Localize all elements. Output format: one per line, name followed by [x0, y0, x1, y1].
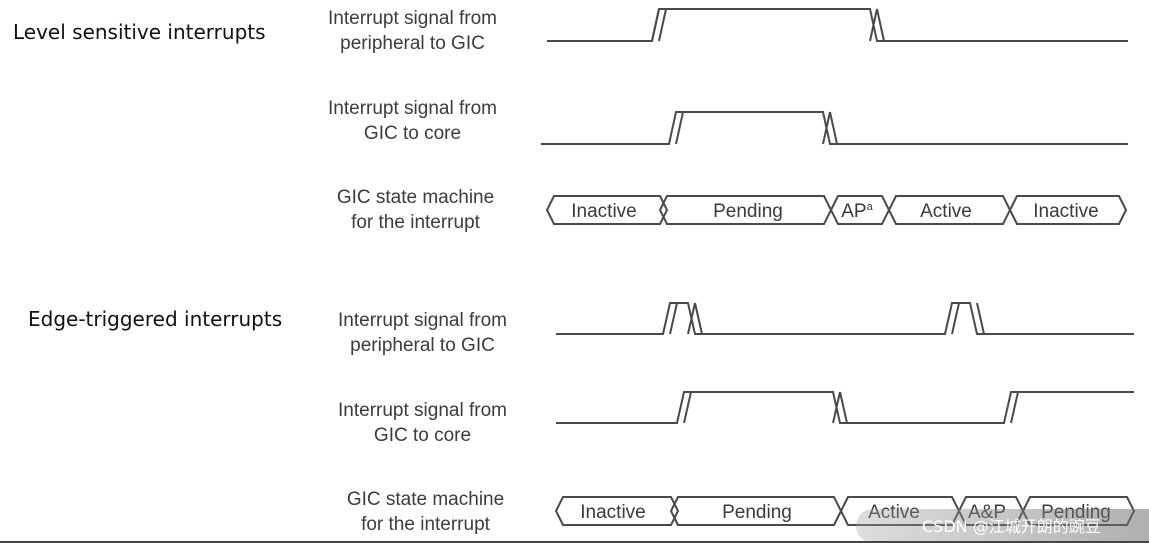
label-line: GIC state machine [336, 187, 495, 208]
level-periph-label: Interrupt signal from peripheral to GIC [300, 6, 525, 56]
level-state-bar [545, 195, 1128, 225]
level-state-ap-superscript: a [867, 201, 874, 213]
label-line: Interrupt signal from [338, 310, 507, 331]
level-core-label: Interrupt signal from GIC to core [300, 96, 525, 146]
level-core-waveform [541, 111, 1128, 145]
label-line: Interrupt signal from [328, 8, 497, 29]
edge-state-1: Pending [722, 502, 792, 523]
watermark-text: CSDN @江城开朗的豌豆 [922, 517, 1101, 536]
label-line: peripheral to GIC [340, 33, 485, 54]
label-line: GIC to core [373, 425, 472, 446]
bottom-rule [0, 541, 1149, 543]
label-line: Interrupt signal from [328, 98, 497, 119]
level-sensitive-title: Level sensitive interrupts [13, 20, 266, 44]
label-line: Interrupt signal from [338, 400, 507, 421]
label-line: peripheral to GIC [350, 335, 495, 356]
level-state-4: Inactive [1033, 201, 1098, 222]
level-state-1: Pending [713, 201, 783, 222]
edge-state-label: GIC state machine for the interrupt [313, 487, 538, 537]
level-state-label: GIC state machine for the interrupt [303, 185, 528, 235]
edge-triggered-title: Edge-triggered interrupts [28, 307, 283, 331]
level-periph-waveform [547, 8, 1128, 42]
watermark-badge [856, 509, 1149, 543]
level-state-ap: AP [841, 201, 866, 222]
edge-periph-waveform [556, 302, 1134, 335]
edge-periph-label: Interrupt signal from peripheral to GIC [310, 308, 535, 358]
label-line: GIC state machine [346, 489, 505, 510]
edge-state-0: Inactive [580, 502, 645, 523]
label-line: for the interrupt [361, 514, 490, 535]
edge-core-label: Interrupt signal from GIC to core [310, 398, 535, 448]
edge-core-waveform [556, 391, 1134, 424]
level-state-0: Inactive [571, 201, 636, 222]
level-state-2: APa [841, 201, 873, 222]
label-line: GIC to core [363, 123, 462, 144]
level-state-3: Active [920, 201, 972, 222]
label-line: for the interrupt [351, 212, 480, 233]
